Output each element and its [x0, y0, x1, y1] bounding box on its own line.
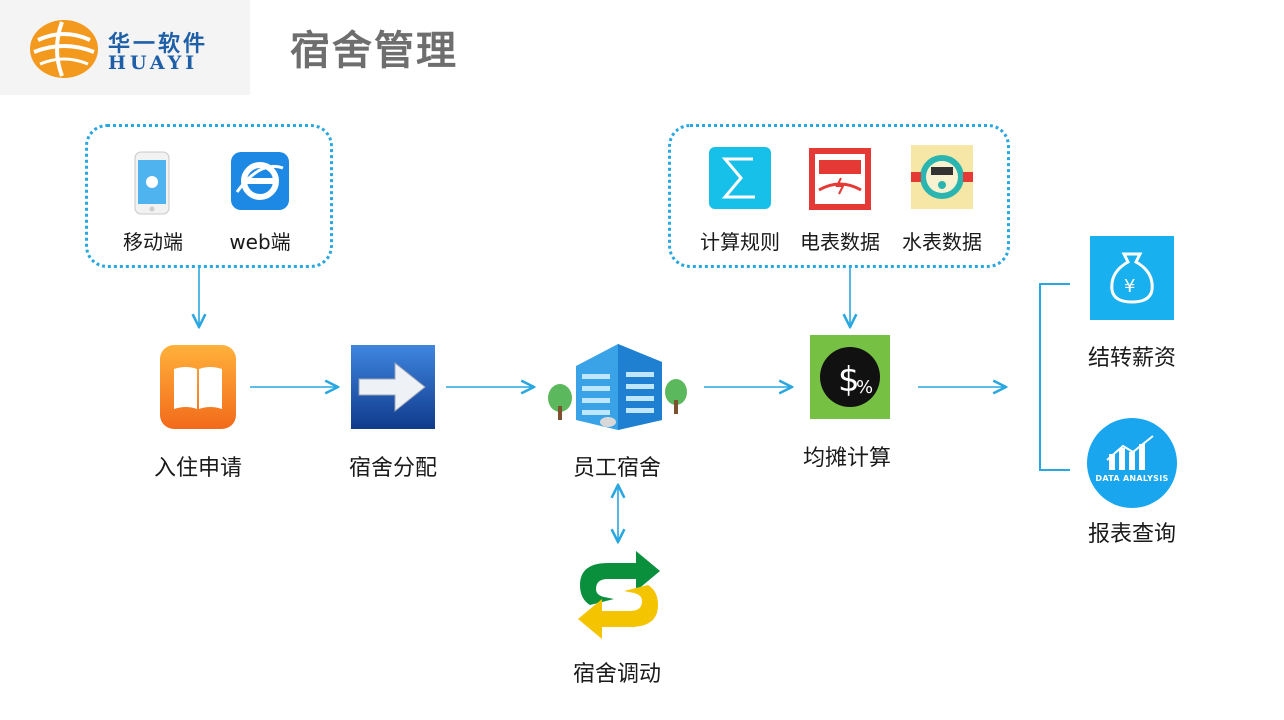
dollar-percent-icon: $ % [810, 335, 890, 419]
web-browser-icon [231, 152, 289, 210]
electric-meter-icon [809, 148, 871, 210]
report-label: 报表查询 [1087, 522, 1176, 547]
data-sources-group [668, 124, 1010, 268]
apply-label: 入住申请 [153, 456, 242, 481]
salary-label: 结转薪资 [1087, 346, 1176, 371]
clients-group [85, 124, 333, 268]
huayi-logo-icon [30, 20, 98, 78]
book-icon [160, 345, 236, 429]
water-label: 水表数据 [902, 230, 982, 254]
rules-label: 计算规则 [700, 230, 780, 254]
logo-en-text: HUAYI [108, 52, 199, 74]
mobile-label: 移动端 [123, 230, 183, 254]
logo-cn-text: 华一软件 [108, 32, 209, 57]
assign-label: 宿舍分配 [348, 456, 437, 481]
page-title: 宿舍管理 [290, 28, 458, 74]
svg-text:%: % [856, 377, 873, 398]
electric-label: 电表数据 [800, 230, 880, 254]
water-meter-icon [911, 145, 973, 209]
building-icon [548, 344, 687, 430]
transfer-swap-icon [578, 551, 660, 639]
data-analysis-text: DATA ANALYSIS [1095, 474, 1169, 483]
svg-text:¥: ¥ [1124, 276, 1135, 297]
logo-area: 华一软件 HUAYI [0, 0, 250, 95]
arrow-right-icon [351, 345, 435, 429]
share-label: 均摊计算 [802, 446, 891, 471]
data-analysis-icon: DATA ANALYSIS [1087, 418, 1177, 508]
web-label: web端 [229, 230, 291, 254]
svg-text:$: $ [838, 360, 860, 400]
mobile-phone-icon [134, 151, 170, 215]
sigma-icon [709, 147, 771, 209]
transfer-label: 宿舍调动 [572, 662, 661, 687]
money-bag-icon: ¥ [1090, 236, 1174, 320]
dorm-label: 员工宿舍 [572, 456, 661, 481]
